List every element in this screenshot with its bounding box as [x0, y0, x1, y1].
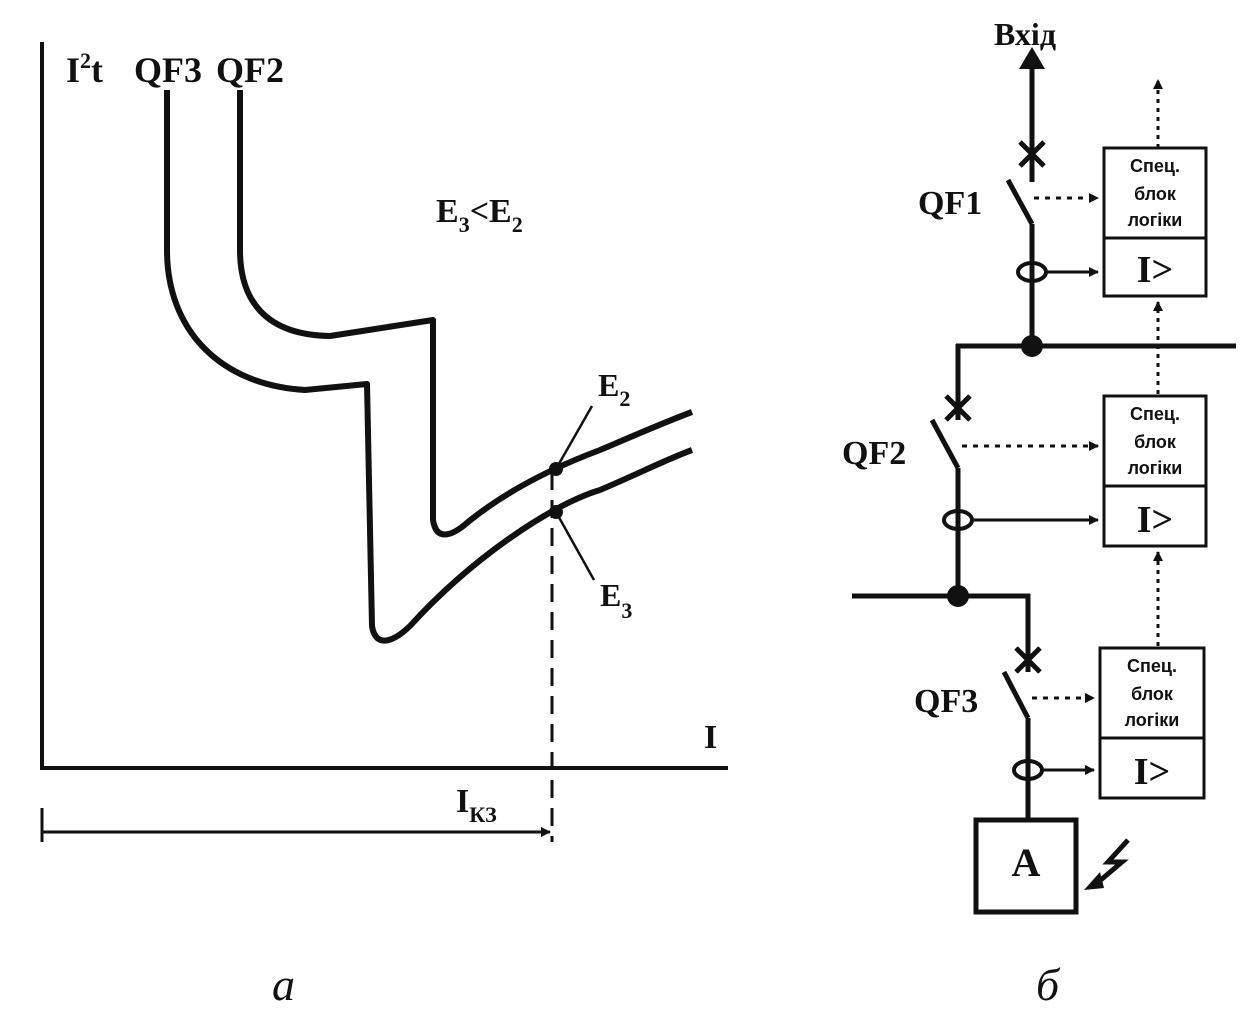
e3-label: E3 [600, 577, 632, 623]
load-label: A [1012, 840, 1041, 885]
qf3-contact [1001, 670, 1031, 720]
qf3-label: QF3 [914, 683, 978, 720]
logic-block-3-line-1: Спец. [1127, 656, 1177, 676]
qf2-curve [237, 90, 694, 538]
busbar-upper-node [1021, 335, 1043, 357]
input-label: Вхід [994, 16, 1056, 52]
logic-block-2-line-3: логіки [1128, 458, 1183, 478]
logic-block-3 [1098, 646, 1206, 740]
qf3-breaker: QF3 [914, 646, 1095, 820]
x-axis-label: I [704, 719, 717, 756]
relay-1 [1102, 236, 1208, 298]
qf3-curve [164, 90, 694, 644]
energy-relation-label: E3<E2 [436, 193, 523, 237]
logic-block-2-line-1: Спец. [1130, 404, 1180, 424]
caption-b: б [1036, 959, 1061, 1010]
relay-2-label: I> [1137, 499, 1173, 541]
logic-block-1-line-2: блок [1134, 184, 1177, 204]
logic-block-1-line-1: Спец. [1130, 156, 1180, 176]
caption-a: а [272, 959, 295, 1010]
logic-block-3-line-3: логіки [1125, 710, 1180, 730]
relay-2 [1102, 484, 1208, 548]
y-axis-label: I2t [66, 48, 103, 90]
busbar-lower-node [947, 585, 969, 607]
e2-leader [554, 405, 594, 470]
qf2-label: QF2 [842, 435, 906, 472]
qf1-breaker: QF1 [918, 110, 1099, 346]
logic-block-2 [1102, 394, 1208, 488]
relay-3 [1098, 736, 1206, 800]
fault-lightning-icon [1094, 838, 1130, 886]
panel-b-schematic: Вхід QF1 Спец. блок логіки I> [842, 16, 1236, 1010]
relay-3-label: I> [1134, 751, 1170, 793]
logic-block-1-line-3: логіки [1128, 210, 1183, 230]
logic-block-2-line-2: блок [1134, 432, 1177, 452]
qf1-contact [1005, 178, 1035, 226]
qf2-contact [929, 418, 961, 470]
ikz-label: IКЗ [456, 783, 497, 827]
panel-a-graph: I2t I QF3 QF2 E3<E2 E2 E3 IКЗ [40, 42, 728, 1010]
e2-label: E2 [598, 367, 630, 411]
qf2-curve-label: QF2 [216, 50, 284, 90]
relay-1-label: I> [1137, 249, 1173, 291]
e3-leader [554, 511, 596, 581]
load-box [973, 817, 1079, 915]
qf3-curve-label: QF3 [134, 50, 202, 90]
qf1-label: QF1 [918, 185, 982, 222]
qf2-breaker: QF2 [842, 394, 1099, 596]
logic-block-3-line-2: блок [1131, 684, 1174, 704]
